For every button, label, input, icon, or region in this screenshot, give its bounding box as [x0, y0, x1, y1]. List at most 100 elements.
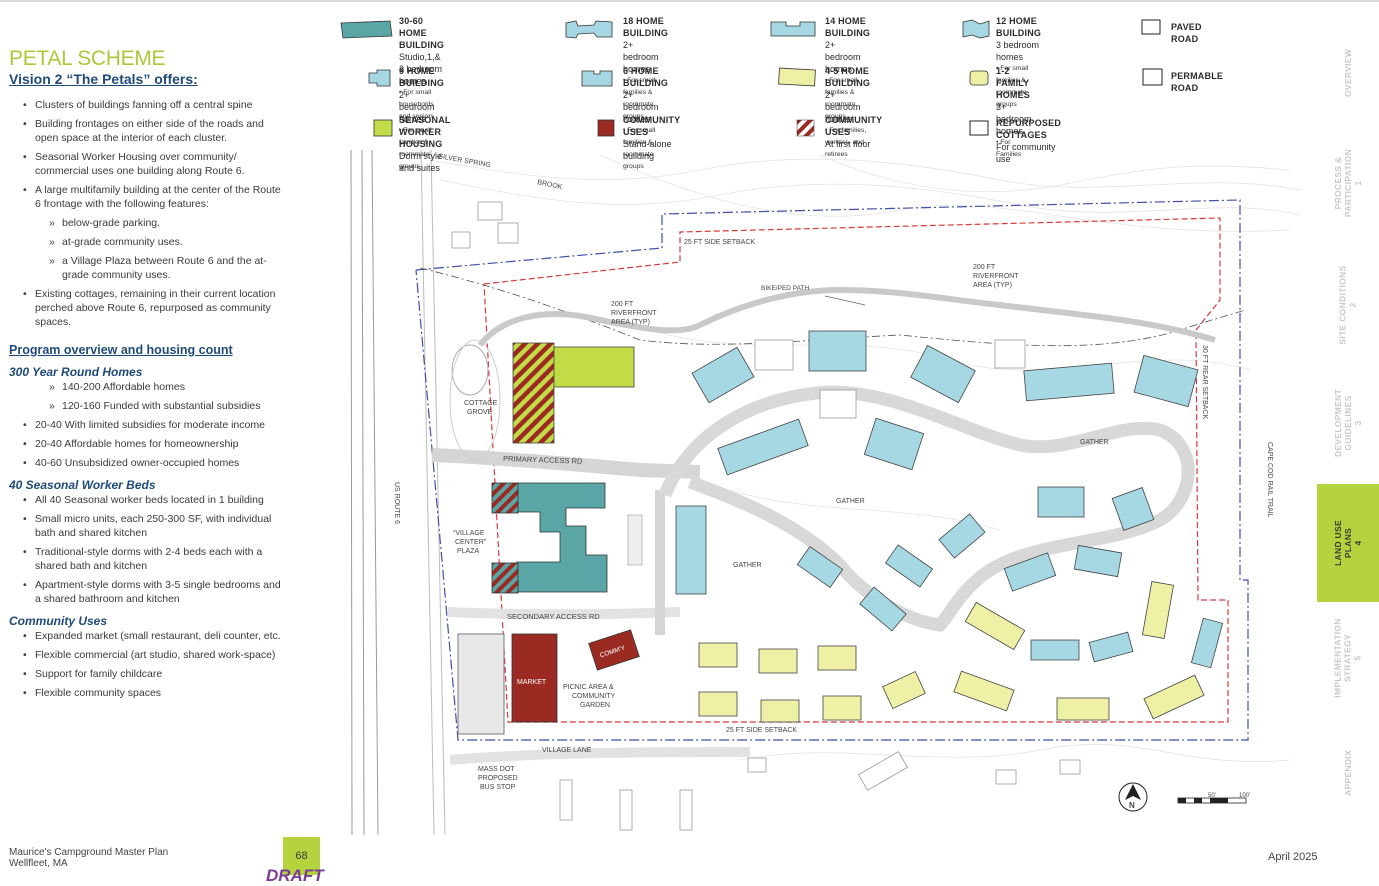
program-sections: 300 Year Round Homes140-200 Affordable h…	[9, 365, 289, 700]
community-building	[588, 629, 640, 671]
nav-tab-label-line: PARTICIPATION	[1343, 148, 1353, 217]
cottage-ring	[451, 344, 489, 396]
market-building	[511, 633, 558, 723]
label-riverfront-right-1: 200 FT	[973, 264, 996, 271]
label-north: N	[1129, 801, 1135, 810]
top-rule	[0, 0, 1379, 2]
nav-tab-label-line: 1	[1353, 179, 1363, 186]
nav-tab-label: APPENDIX	[1343, 750, 1353, 796]
swatch-cottages-icon	[969, 120, 989, 136]
label-scale-50: 50'	[1208, 793, 1216, 799]
legend-item-desc: At first floor	[825, 139, 871, 149]
legend-item-note: • For small families & roommate groups	[996, 65, 1029, 108]
legend-item-note: • For families, workers, and retirees	[825, 127, 867, 158]
nav-tab-overview[interactable]: OVERVIEW	[1317, 20, 1379, 125]
nav-tab-label-line: 5	[1353, 654, 1363, 661]
program-item: Support for family childcare	[9, 667, 289, 681]
swatch-6-icon	[581, 70, 613, 87]
swatch-4-5-icon	[778, 67, 816, 87]
north-arrow-icon	[1118, 782, 1148, 812]
legend-item-desc: Studio,1,& 2 bedroom homes	[399, 52, 443, 86]
legend-item-desc: 2+ bedroom homes	[623, 90, 659, 124]
label-primary-access: PRIMARY ACCESS RD	[503, 454, 583, 466]
footer-location: Wellfleet, MA	[9, 858, 68, 869]
label-scale-100: 100'	[1239, 793, 1250, 799]
nav-tab-label-line: PROCESS &	[1333, 156, 1343, 209]
program-item: 120-160 Funded with substantial subsidie…	[9, 399, 289, 413]
label-rear-setback: 30 FT REAR SETBACK	[1201, 345, 1208, 420]
label-setback-bottom: 25 FT SIDE SETBACK	[726, 727, 797, 734]
vision-bullet: at-grade community uses.	[9, 235, 289, 249]
label-riverfront-right-3: AREA (TYP)	[973, 282, 1012, 289]
label-riverfront-left-2: RIVERFRONT	[611, 310, 657, 317]
nav-tab-label: OVERVIEW	[1343, 48, 1353, 96]
footer-doc-title: Maurice's Campground Master Plan	[9, 847, 169, 858]
label-village-center-2: CENTER”	[455, 539, 487, 546]
swatch-permable-road-icon	[1142, 68, 1163, 86]
legend-item-desc: 3 bedroom homes	[996, 40, 1040, 62]
vision-bullet: Building frontages on either side of the…	[9, 117, 289, 145]
legend-item-title: PERMABLE ROAD	[1171, 71, 1224, 93]
vision-bullet: A large multifamily building at the cent…	[9, 183, 289, 211]
primary-access-road	[431, 448, 701, 479]
bike-ped-path	[477, 286, 1216, 347]
village-lane	[449, 747, 751, 765]
legend-item-note: • For small families & roommate groups	[623, 127, 656, 170]
legend-item-title: 14 HOME BUILDING	[825, 16, 871, 38]
legend-swatches	[340, 19, 1163, 137]
legend-item-title: COMMUNITY USES	[825, 115, 883, 137]
multifamily-building	[516, 482, 608, 593]
swatch-community-standalone-icon	[597, 119, 615, 137]
vision-bullet: Existing cottages, remaining in their cu…	[9, 287, 289, 329]
legend-item-title: SEASONAL WORKER HOUSING	[399, 115, 451, 149]
parking-lot	[627, 514, 643, 566]
multifamily-community-south	[491, 562, 519, 594]
nav-tab-label-line: OVERVIEW	[1343, 48, 1353, 97]
legend-item-title: COMMUNITY USES	[623, 115, 681, 137]
program-section-heading: Community Uses	[9, 614, 108, 628]
swatch-14-icon	[770, 21, 816, 37]
label-village-lane: VILLAGE LANE	[542, 747, 592, 754]
program-item: Small micro units, each 250-300 SF, with…	[9, 512, 289, 540]
label-village-center-3: PLAZA	[457, 548, 480, 555]
apartment-buildings	[675, 330, 1224, 669]
program-section-list: Expanded market (small restaurant, deli …	[9, 629, 289, 700]
label-market: MARKET	[517, 679, 547, 686]
legend-item-title: 9 HOME BUILDING	[399, 66, 445, 88]
property-line	[415, 199, 1249, 741]
legend-item-note: • For small families & roommate groups	[825, 77, 858, 120]
legend-item-title: 30-60 HOME BUILDING	[399, 16, 445, 50]
legend-item: PERMABLE ROAD	[1171, 70, 1223, 94]
page-title: PETAL SCHEME	[9, 47, 166, 70]
legend-item-desc: 2+ bedroom homes	[825, 40, 861, 74]
cottage-grove-area	[449, 339, 501, 461]
nav-tab-label-line: DEVELOPMENT	[1333, 388, 1344, 457]
program-section-heading: 300 Year Round Homes	[9, 365, 143, 379]
nav-tab-label-line: 2	[1348, 302, 1358, 308]
seasonal-worker-building	[552, 346, 635, 388]
label-us-route: US ROUTE 6	[393, 482, 400, 524]
vision-bullet: Seasonal Worker Housing over community/ …	[9, 150, 289, 178]
legend-item-note: • For Families	[996, 139, 1022, 158]
multifamily-community-north	[491, 482, 519, 514]
secondary-access-road	[447, 607, 681, 620]
nav-tab-label-line: PLANS	[1342, 527, 1353, 559]
swatch-9-icon	[368, 69, 391, 87]
bike-path-leader	[824, 295, 866, 306]
legend-item-note: • For small households and seniors	[399, 89, 435, 120]
legend-item-note: • For small families & roommate groups	[399, 127, 432, 170]
swatch-community-first-floor-icon	[796, 119, 815, 137]
nav-tab-appendix[interactable]: APPENDIX	[1317, 720, 1379, 825]
